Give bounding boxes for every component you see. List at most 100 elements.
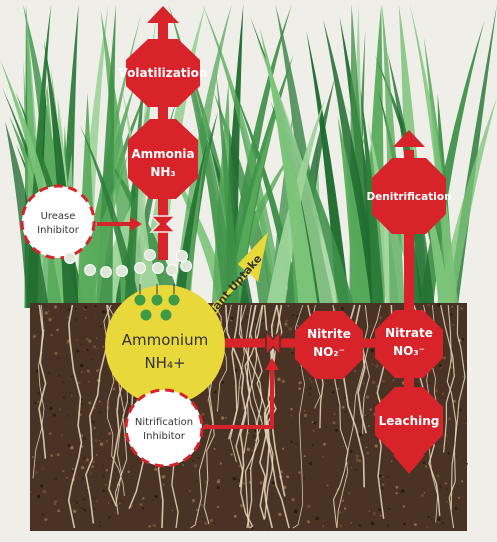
soil-grain — [73, 510, 76, 513]
soil-grain — [303, 477, 306, 480]
soil-grain — [32, 456, 34, 458]
soil-grain — [115, 409, 116, 410]
soil-grain — [225, 417, 227, 419]
soil-grain — [58, 357, 60, 359]
soil-grain — [313, 430, 315, 432]
soil-grain — [242, 368, 244, 370]
soil-grain — [298, 387, 301, 390]
soil-grain — [71, 395, 73, 397]
soil-grain — [49, 432, 51, 434]
soil-grain — [369, 510, 370, 511]
soil-grain — [327, 485, 329, 487]
urease-inhibitor-label-line2: Inhibitor — [37, 225, 80, 236]
soil-grain — [91, 420, 95, 424]
soil-grain — [217, 486, 220, 489]
soil-grain — [272, 481, 275, 484]
soil-grain — [259, 486, 260, 487]
soil-grain — [42, 514, 44, 516]
soil-grain — [76, 340, 77, 341]
soil-grain — [97, 348, 98, 349]
soil-grain — [67, 316, 69, 318]
soil-grain — [82, 477, 85, 480]
soil-grain — [308, 387, 312, 391]
soil-grain — [93, 497, 95, 499]
soil-grain — [62, 470, 64, 472]
soil-grain — [214, 391, 217, 394]
soil-grain — [93, 345, 96, 348]
soil-grain — [54, 503, 57, 506]
soil-grain — [294, 510, 298, 514]
soil-grain — [339, 511, 341, 513]
soil-grain — [102, 465, 104, 467]
soil-grain — [76, 349, 79, 352]
volatilization-label: Volatilization — [119, 66, 208, 80]
soil-grain — [81, 466, 84, 469]
soil-grain — [33, 335, 36, 338]
soil-grain — [290, 441, 292, 443]
soil-grain — [366, 396, 369, 399]
soil-grain — [428, 516, 430, 518]
soil-grain — [309, 462, 312, 465]
soil-grain — [339, 525, 342, 528]
ammonia-formula: NH₃ — [150, 165, 175, 179]
soil-grain — [441, 522, 444, 525]
soil-grain — [449, 313, 452, 316]
soil-grain — [78, 381, 81, 384]
soil-grain — [260, 482, 263, 485]
soil-grain — [461, 480, 463, 482]
soil-grain — [429, 382, 431, 384]
soil-grain — [285, 320, 287, 322]
soil-grain — [350, 467, 352, 469]
soil-grain — [366, 415, 369, 418]
soil-grain — [414, 523, 417, 526]
soil-grain — [30, 491, 32, 493]
soil-grain — [380, 515, 382, 517]
soil-grain — [217, 480, 220, 483]
soil-grain — [282, 448, 284, 450]
soil-grain — [291, 498, 294, 501]
soil-grain — [56, 329, 58, 331]
up-arrow-stem — [158, 20, 168, 40]
soil-grain — [395, 486, 398, 489]
soil-grain — [78, 372, 79, 373]
soil-grain — [442, 445, 443, 446]
soil-grain — [234, 515, 237, 518]
soil-grain — [288, 327, 291, 330]
soil-grain — [220, 462, 222, 464]
soil-grain — [108, 432, 111, 435]
soil-grain — [393, 379, 395, 381]
soil-grain — [162, 475, 165, 478]
soil-grain — [437, 518, 441, 522]
soil-grain — [375, 364, 378, 367]
soil-grain — [465, 422, 467, 424]
soil-grain — [98, 411, 101, 414]
soil-grain — [96, 454, 98, 456]
soil-grain — [97, 369, 99, 371]
soil-grain — [342, 500, 345, 503]
soil-grain — [91, 358, 93, 360]
soil-grain — [311, 381, 313, 383]
soil-grain — [41, 441, 43, 443]
soil-grain — [401, 489, 405, 493]
soil-grain — [35, 471, 37, 473]
soil-grain — [382, 483, 384, 485]
soil-grain — [423, 461, 426, 464]
soil-grain — [311, 310, 313, 312]
soil-grain — [57, 509, 60, 512]
soil-grain — [437, 475, 439, 477]
soil-grain — [345, 411, 347, 413]
soil-grain — [54, 477, 58, 481]
soil-grain — [322, 456, 324, 458]
soil-grain — [287, 305, 289, 307]
soil-grain — [87, 370, 90, 373]
soil-grain — [44, 518, 47, 521]
soil-grain — [81, 371, 83, 373]
soil-grain — [83, 457, 86, 460]
soil-grain — [323, 443, 326, 446]
soil-grain — [189, 490, 191, 492]
soil-grain — [247, 448, 250, 451]
soil-grain — [298, 471, 301, 474]
soil-grain — [296, 315, 298, 317]
soil-grain — [95, 316, 96, 317]
soil-grain — [153, 524, 156, 527]
